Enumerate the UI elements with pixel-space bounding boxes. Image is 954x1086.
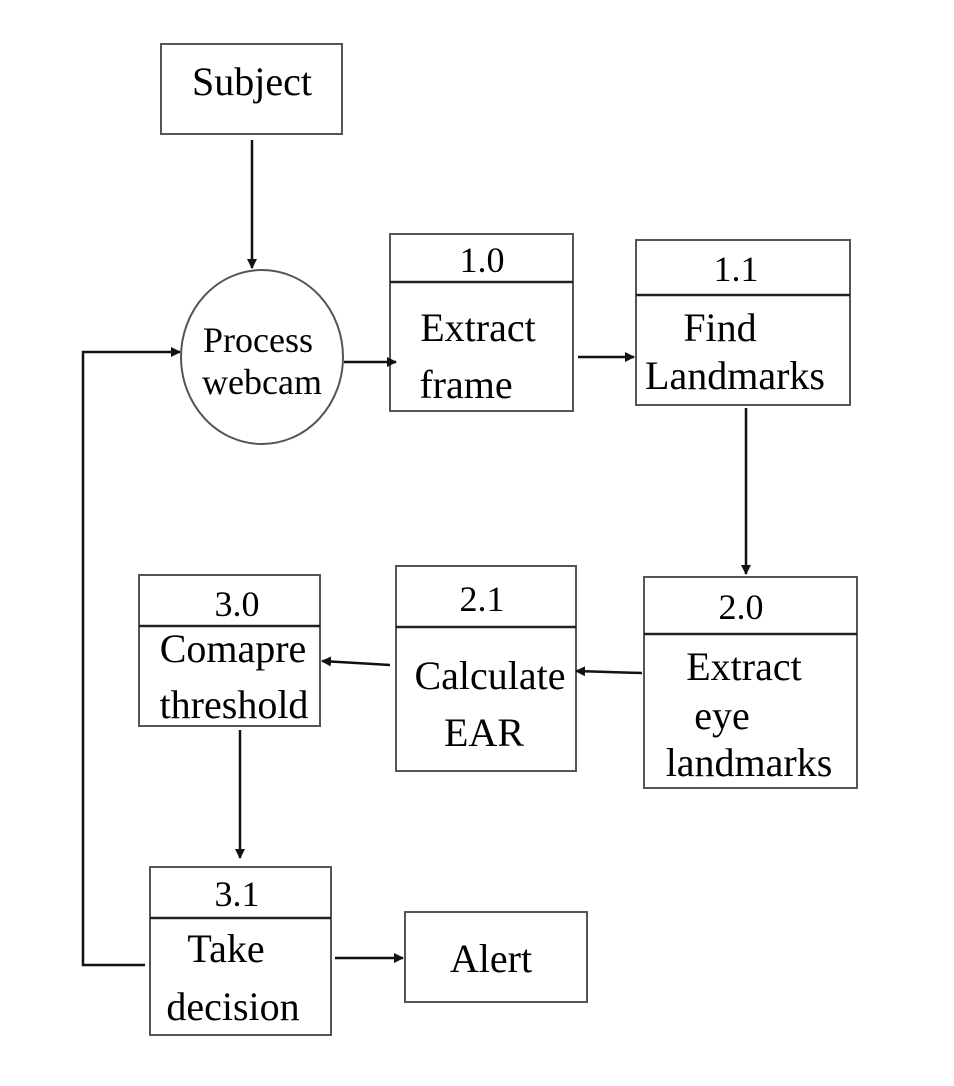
compare-threshold-line1: Comapre [160, 626, 307, 671]
compare-threshold-line2: threshold [160, 682, 309, 727]
arrow-take-decision-loop-to-process-webcam [81, 347, 181, 967]
extract-eye-landmarks-line2: eye [694, 693, 750, 738]
extract-eye-landmarks-id: 2.0 [719, 587, 764, 627]
node-subject: Subject [160, 43, 343, 135]
arrow-extract-eye-landmarks-to-calculate-ear [575, 666, 643, 677]
node-find-landmarks: 1.1 Find Landmarks [635, 239, 851, 406]
subject-label: Subject [192, 59, 312, 104]
extract-frame-id: 1.0 [460, 240, 505, 280]
find-landmarks-line2: Landmarks [645, 353, 825, 398]
node-extract-frame: 1.0 Extract frame [389, 233, 574, 412]
node-calculate-ear: 2.1 Calculate EAR [395, 565, 577, 772]
calculate-ear-id: 2.1 [460, 579, 505, 619]
take-decision-id: 3.1 [215, 874, 260, 914]
alert-label: Alert [450, 936, 532, 981]
process-webcam-line1: Process [203, 320, 313, 360]
node-take-decision: 3.1 Take decision [149, 866, 332, 1036]
extract-frame-line2: frame [419, 362, 512, 407]
extract-eye-landmarks-line1: Extract [686, 644, 802, 689]
find-landmarks-id: 1.1 [714, 249, 759, 289]
take-decision-line2: decision [166, 984, 299, 1029]
arrow-calculate-ear-to-compare-threshold [321, 656, 391, 667]
find-landmarks-line1: Find [683, 305, 756, 350]
extract-eye-landmarks-line3: landmarks [666, 740, 833, 785]
extract-frame-line1: Extract [420, 305, 536, 350]
compare-threshold-id: 3.0 [215, 584, 260, 624]
node-alert: Alert [404, 911, 588, 1003]
calculate-ear-line2: EAR [444, 710, 524, 755]
take-decision-line1: Take [187, 926, 264, 971]
node-extract-eye-landmarks: 2.0 Extract eye landmarks [643, 576, 858, 789]
calculate-ear-line1: Calculate [414, 653, 565, 698]
node-process-webcam: Process webcam [180, 269, 344, 445]
process-webcam-line2: webcam [202, 362, 322, 402]
node-compare-threshold: 3.0 Comapre threshold [138, 574, 321, 727]
